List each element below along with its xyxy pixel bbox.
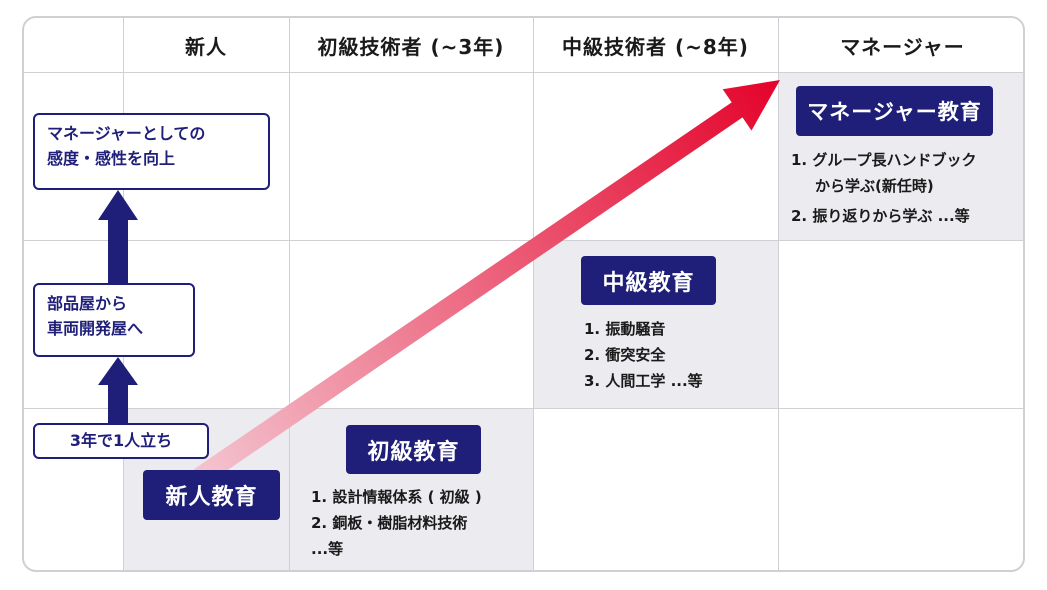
list-item: 2. 振り返りから学ぶ ...等 xyxy=(791,207,970,225)
list-item: 3. 人間工学 ...等 xyxy=(584,372,703,390)
growth-arrow-shape xyxy=(193,80,781,485)
grid-line xyxy=(24,240,1023,241)
list-item: 2. 衝突安全 xyxy=(584,346,666,364)
column-header-beginner: 初級技術者 (~3年) xyxy=(317,34,505,59)
career-step-line: 部品屋から xyxy=(47,294,128,313)
intermediate-education-title: 中級教育 xyxy=(581,256,716,305)
career-step-line: 感度・感性を向上 xyxy=(47,149,176,168)
list-item: ...等 xyxy=(311,540,344,558)
grid-line xyxy=(778,18,779,570)
grid-line xyxy=(24,72,1023,73)
up-arrow-icon xyxy=(98,190,138,286)
grid-line xyxy=(289,18,290,570)
career-step-vehicle-developer: 部品屋から 車両開発屋へ xyxy=(33,283,195,357)
column-header-manager: マネージャー xyxy=(840,34,965,59)
beginner-education-title: 初級教育 xyxy=(346,425,481,474)
career-step-manager-sensitivity: マネージャーとしての 感度・感性を向上 xyxy=(33,113,270,190)
list-item: 1. 設計情報体系 ( 初級 ) xyxy=(311,488,482,506)
grid-line xyxy=(533,18,534,570)
career-step-line: 車両開発屋へ xyxy=(47,319,144,338)
career-step-line: 3年で1人立ち xyxy=(69,431,173,450)
manager-education-list: 1. グループ長ハンドブック から学ぶ(新任時) 2. 振り返りから学ぶ ...… xyxy=(791,147,976,229)
beginner-education-list: 1. 設計情報体系 ( 初級 ) 2. 銅板・樹脂材料技術 ...等 xyxy=(311,484,482,562)
intermediate-education-list: 1. 振動騒音 2. 衝突安全 3. 人間工学 ...等 xyxy=(584,316,703,394)
newcomer-education-title: 新人教育 xyxy=(143,470,280,520)
list-item: 1. 振動騒音 xyxy=(584,320,666,338)
list-item: から学ぶ(新任時) xyxy=(815,177,934,195)
up-arrow-icon xyxy=(98,357,138,425)
grid-line xyxy=(24,408,1023,409)
manager-education-title: マネージャー教育 xyxy=(796,86,993,136)
column-header-newcomer: 新人 xyxy=(185,34,227,59)
list-item: 1. グループ長ハンドブック xyxy=(791,151,977,169)
list-item: 2. 銅板・樹脂材料技術 xyxy=(311,514,468,532)
career-step-line: マネージャーとしての xyxy=(47,124,206,143)
career-step-independent: 3年で1人立ち xyxy=(33,423,209,459)
column-header-intermediate: 中級技術者 (~8年) xyxy=(562,34,749,59)
